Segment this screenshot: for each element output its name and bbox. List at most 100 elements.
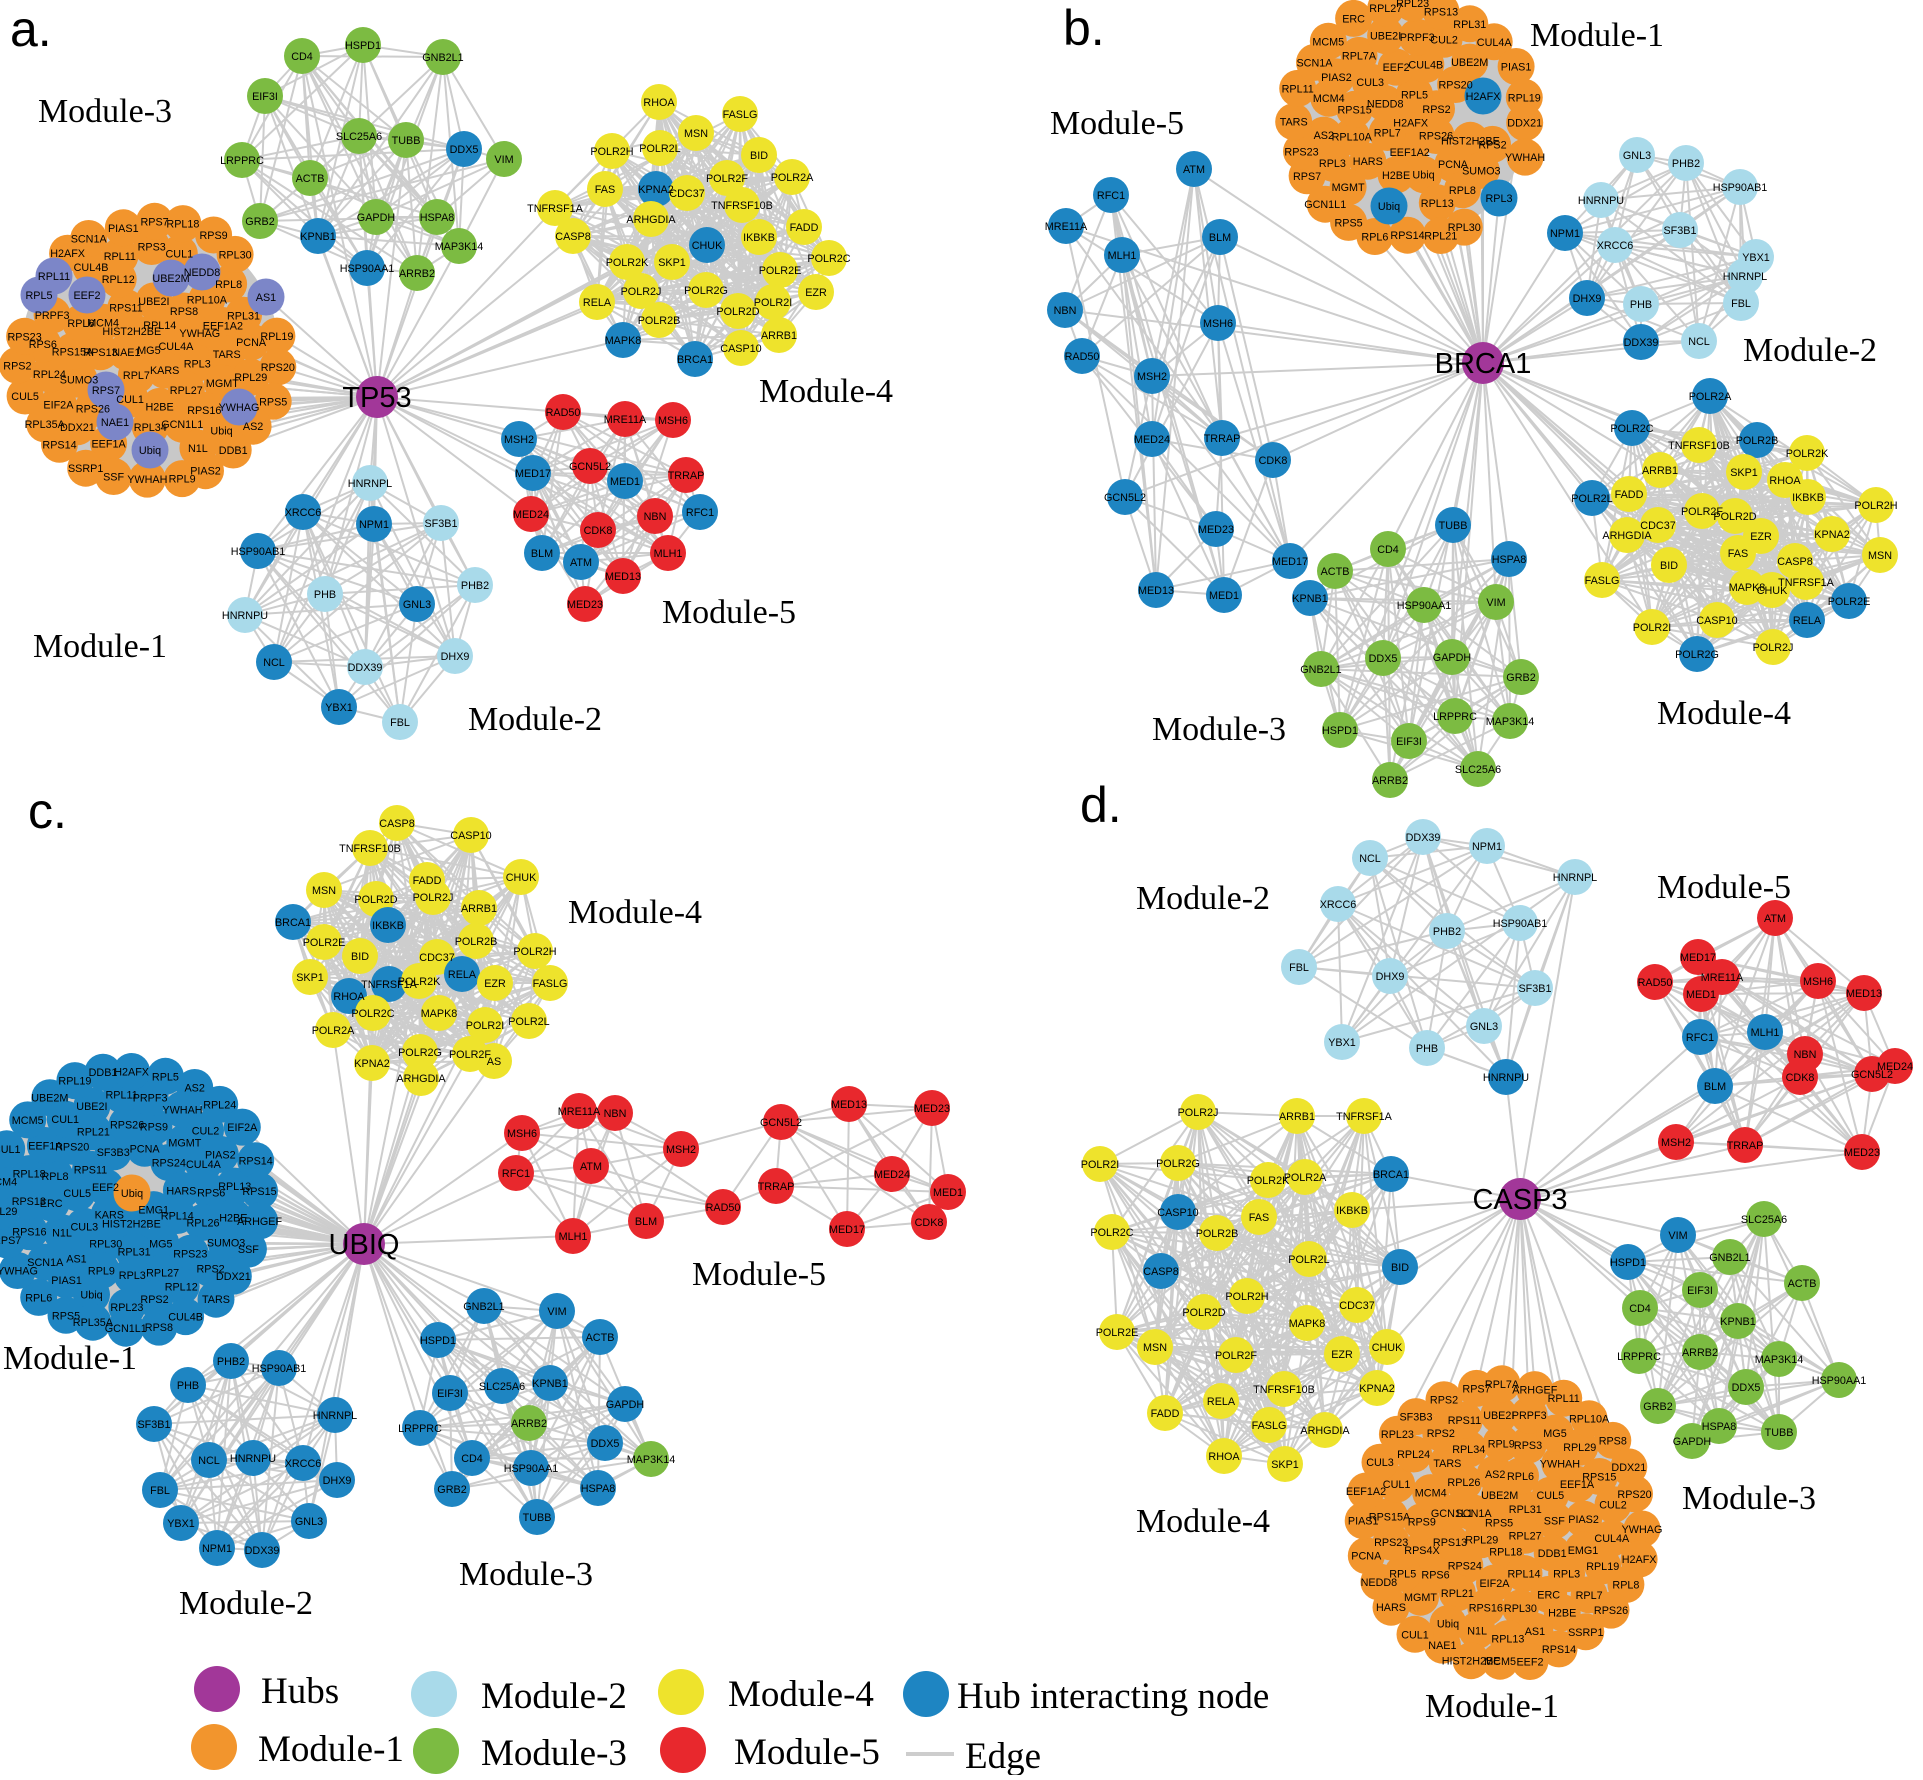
svg-text:SLC25A6: SLC25A6 (1455, 764, 1501, 776)
svg-text:TUBB: TUBB (523, 1512, 552, 1524)
svg-text:MED23: MED23 (914, 1103, 950, 1115)
svg-text:YBX1: YBX1 (1328, 1037, 1356, 1049)
svg-text:PRPF3: PRPF3 (1400, 32, 1435, 44)
svg-text:SF3B1: SF3B1 (1518, 983, 1551, 995)
svg-text:BRCA1: BRCA1 (677, 354, 713, 366)
svg-text:RPL12: RPL12 (102, 274, 135, 286)
svg-text:MLH1: MLH1 (654, 548, 683, 560)
svg-text:RELA: RELA (448, 969, 477, 981)
svg-text:SUMO3: SUMO3 (207, 1238, 245, 1250)
svg-text:DDB1: DDB1 (219, 445, 248, 457)
svg-text:RPL19: RPL19 (58, 1076, 91, 1088)
svg-text:HIST2H2BE: HIST2H2BE (102, 1219, 161, 1231)
svg-text:SKP1: SKP1 (1730, 467, 1758, 479)
svg-text:YWHAH: YWHAH (127, 474, 167, 486)
svg-text:GRB2: GRB2 (1506, 672, 1535, 684)
svg-text:RPL5: RPL5 (1401, 89, 1428, 101)
svg-text:Ubiq: Ubiq (1412, 170, 1434, 182)
svg-text:RPL30: RPL30 (89, 1238, 122, 1250)
svg-text:Ubiq: Ubiq (121, 1188, 143, 1200)
svg-text:POLR2J: POLR2J (1753, 642, 1794, 654)
svg-text:POLR2I: POLR2I (466, 1020, 504, 1032)
svg-text:POLR2B: POLR2B (1736, 435, 1779, 447)
svg-text:MG5: MG5 (1543, 1428, 1566, 1440)
svg-text:RPS15: RPS15 (1582, 1472, 1616, 1484)
svg-text:FASLG: FASLG (1252, 1420, 1287, 1432)
svg-text:GCN1L1: GCN1L1 (1431, 1508, 1473, 1520)
svg-text:DDX5: DDX5 (591, 1438, 620, 1450)
svg-text:EEF1A2: EEF1A2 (1346, 1486, 1386, 1498)
svg-text:a.: a. (10, 1, 52, 57)
svg-text:RPS8: RPS8 (1599, 1435, 1627, 1447)
svg-text:RPL6: RPL6 (25, 1292, 52, 1304)
svg-text:KPNA2: KPNA2 (354, 1058, 389, 1070)
svg-text:CUL1: CUL1 (1401, 1629, 1429, 1641)
svg-text:RFC1: RFC1 (686, 507, 714, 519)
svg-text:MED13: MED13 (1138, 585, 1174, 597)
svg-text:YWHAH: YWHAH (1540, 1459, 1580, 1471)
svg-text:POLR2B: POLR2B (455, 936, 498, 948)
svg-text:RPL31: RPL31 (227, 310, 260, 322)
svg-text:MED1: MED1 (610, 476, 640, 488)
svg-text:NCL: NCL (1688, 336, 1710, 348)
svg-text:TUBB: TUBB (1765, 1427, 1794, 1439)
svg-text:RPL19: RPL19 (1586, 1561, 1619, 1573)
svg-text:RPL27: RPL27 (146, 1268, 179, 1280)
svg-text:FASLG: FASLG (723, 109, 758, 121)
svg-text:CHUK: CHUK (692, 240, 723, 252)
svg-text:MED17: MED17 (515, 468, 551, 480)
svg-text:TNFRSF1A: TNFRSF1A (1778, 577, 1835, 589)
svg-text:CHUK: CHUK (506, 872, 537, 884)
svg-text:RPL7: RPL7 (1576, 1590, 1603, 1602)
svg-text:PHB: PHB (314, 589, 336, 601)
svg-text:TNFRSF1A: TNFRSF1A (527, 203, 584, 215)
svg-text:LRPPRC: LRPPRC (398, 1423, 442, 1435)
svg-text:BLM: BLM (635, 1216, 657, 1228)
svg-text:NPM1: NPM1 (1550, 228, 1580, 240)
svg-text:RPS13: RPS13 (1433, 1537, 1467, 1549)
svg-text:RPS3: RPS3 (1514, 1440, 1542, 1452)
svg-text:POLR2H: POLR2H (590, 146, 633, 158)
svg-text:AS2: AS2 (1485, 1469, 1505, 1481)
svg-text:ARRB1: ARRB1 (1642, 465, 1678, 477)
svg-text:POLR2E: POLR2E (1828, 596, 1871, 608)
svg-text:POLR2D: POLR2D (354, 894, 397, 906)
svg-text:AS2: AS2 (184, 1083, 204, 1095)
svg-text:VIM: VIM (1486, 597, 1505, 609)
svg-text:CD4: CD4 (1629, 1303, 1651, 1315)
svg-text:MED24: MED24 (1134, 434, 1170, 446)
svg-text:Module-3: Module-3 (1682, 1480, 1816, 1517)
svg-text:XRCC6: XRCC6 (1320, 899, 1357, 911)
svg-text:YBX1: YBX1 (1742, 252, 1770, 264)
svg-text:Hubs: Hubs (261, 1671, 339, 1712)
svg-text:CUL4A: CUL4A (1594, 1533, 1630, 1545)
svg-text:SF3B3: SF3B3 (1399, 1412, 1432, 1424)
svg-text:DDB1: DDB1 (1538, 1548, 1567, 1560)
svg-text:POLR2L: POLR2L (1571, 493, 1612, 505)
svg-text:EEF2: EEF2 (1383, 62, 1410, 74)
svg-text:ERC: ERC (1342, 13, 1365, 25)
svg-text:EIF2A: EIF2A (1479, 1578, 1510, 1590)
svg-text:NPM1: NPM1 (202, 1543, 232, 1555)
svg-text:HIST2H2BE: HIST2H2BE (102, 326, 161, 338)
svg-text:CUL2: CUL2 (1599, 1500, 1627, 1512)
svg-text:FADD: FADD (1151, 1408, 1180, 1420)
svg-text:FBL: FBL (1731, 298, 1751, 310)
svg-text:PIAS1: PIAS1 (1348, 1516, 1379, 1528)
svg-text:Module-2: Module-2 (179, 1585, 313, 1622)
svg-text:Module-5: Module-5 (1050, 105, 1184, 142)
svg-text:RPL13: RPL13 (218, 1181, 251, 1193)
svg-text:PCNA: PCNA (130, 1143, 161, 1155)
svg-text:EEF2: EEF2 (92, 1182, 119, 1194)
svg-text:MGMT: MGMT (1332, 182, 1365, 194)
svg-text:FADD: FADD (790, 222, 819, 234)
svg-text:RPL24: RPL24 (1397, 1449, 1430, 1461)
svg-text:HNRNPU: HNRNPU (1483, 1072, 1529, 1084)
svg-text:RPS16: RPS16 (1469, 1603, 1503, 1615)
svg-text:Module-4: Module-4 (1657, 695, 1791, 732)
svg-text:DDX21: DDX21 (216, 1271, 251, 1283)
svg-text:UBIQ: UBIQ (329, 1229, 400, 1261)
svg-text:ARHGDIA: ARHGDIA (1300, 1425, 1350, 1437)
svg-text:BID: BID (750, 150, 768, 162)
svg-text:RHOA: RHOA (1208, 1451, 1240, 1463)
